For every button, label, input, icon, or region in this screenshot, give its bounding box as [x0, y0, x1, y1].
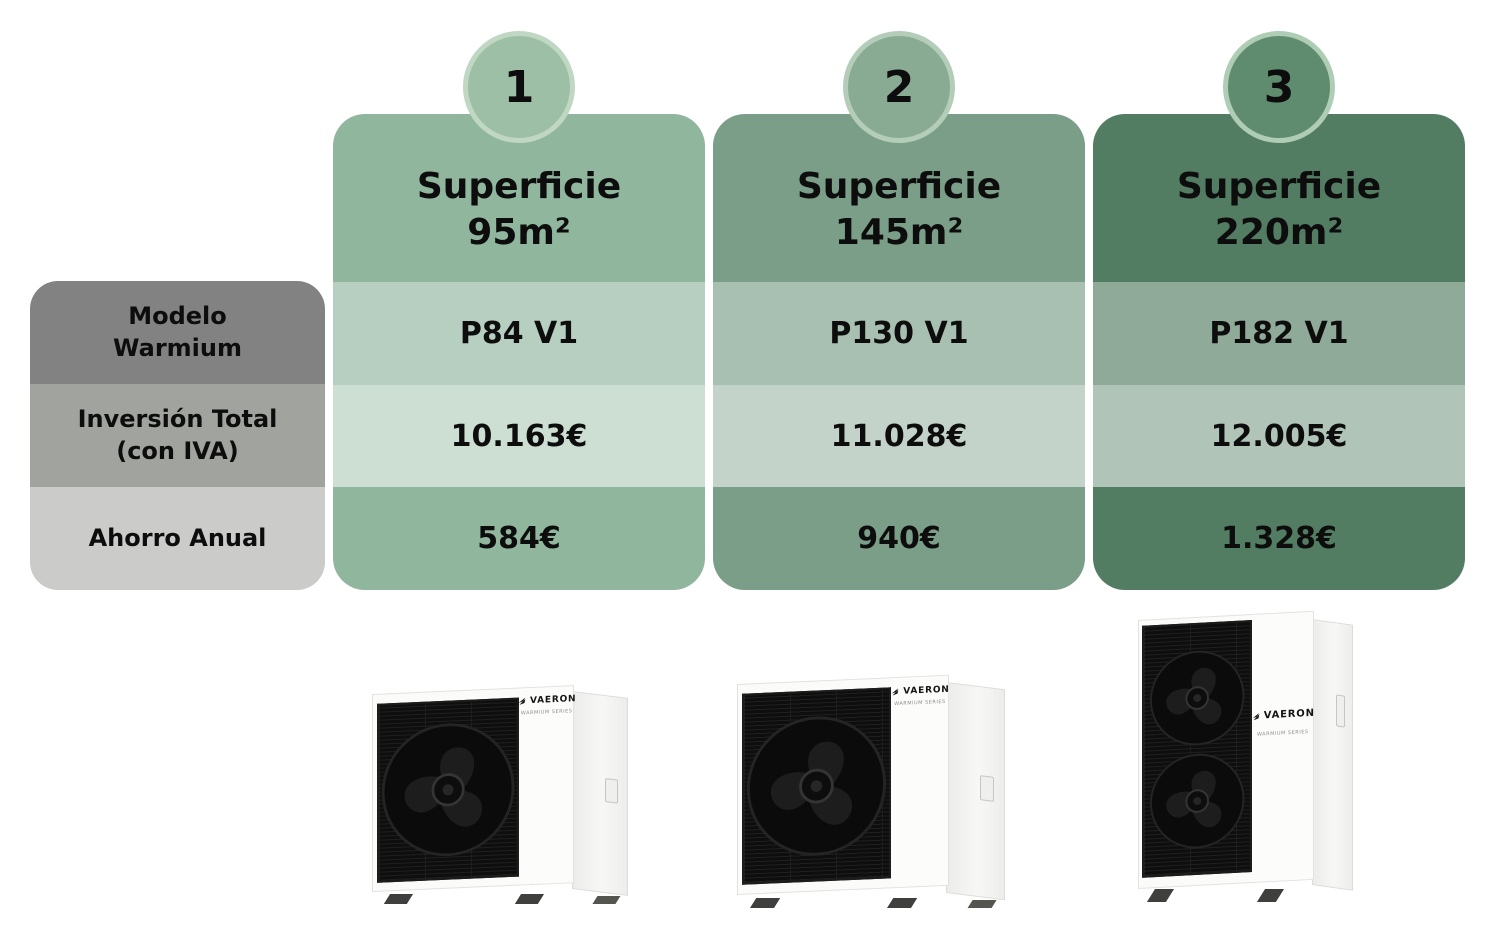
card-1-header: Superficie 95m² — [416, 165, 622, 253]
brand-series: WARMIUM SERIES — [894, 698, 946, 708]
fan-icon — [746, 716, 886, 856]
row-label-inversion: Inversión Total (con IVA) — [30, 384, 325, 487]
hp-brand-strip: VAERON WARMIUM SERIES — [518, 685, 577, 885]
step-number-3: 3 — [1263, 61, 1295, 113]
card-2-savings-cell: 940€ — [857, 521, 941, 557]
card-1-model-cell: P84 V1 — [333, 282, 705, 385]
hp-side-panel — [1312, 618, 1353, 891]
hp-foot — [384, 894, 414, 904]
fan-icon — [1150, 650, 1245, 746]
hp-handle — [980, 774, 994, 802]
option-card-1: Superficie 95m² P84 V1 10.163€ 584€ — [333, 114, 705, 590]
step-number-2: 2 — [883, 61, 915, 113]
heat-pump-image-1: VAERON WARMIUM SERIES — [372, 684, 628, 904]
step-circle-3: 3 — [1223, 31, 1335, 143]
hp-foot — [514, 894, 544, 904]
fan-icon — [1150, 753, 1245, 849]
heat-pump-image-3: VAERON WARMIUM SERIES — [1138, 611, 1353, 902]
card-3-header: Superficie 220m² — [1176, 165, 1382, 253]
card-2-header: Superficie 145m² — [796, 165, 1002, 253]
hp-foot — [886, 897, 918, 908]
step-circle-2: 2 — [843, 31, 955, 143]
brand-series: WARMIUM SERIES — [520, 708, 573, 717]
hp-foot — [967, 899, 997, 908]
card-1-investment-cell: 10.163€ — [333, 384, 705, 488]
brand-logo: VAERON — [1252, 708, 1315, 722]
brand-name: VAERON — [903, 684, 950, 697]
brand-name: VAERON — [530, 694, 577, 707]
row-label-ahorro: Ahorro Anual — [30, 487, 325, 590]
hp-handle — [604, 778, 618, 805]
hp-side-panel — [946, 681, 1005, 901]
brand-icon — [891, 688, 899, 696]
hp-grille — [1142, 620, 1253, 879]
hp-foot — [592, 896, 621, 904]
heat-pump-image-2: VAERON WARMIUM SERIES — [737, 674, 1005, 908]
brand-series: WARMIUM SERIES — [1257, 729, 1309, 739]
hp-grille — [741, 687, 891, 885]
brand-logo: VAERON — [891, 684, 950, 697]
hp-front-panel: VAERON WARMIUM SERIES — [737, 674, 950, 896]
hp-side-panel — [571, 691, 628, 897]
brand-icon — [1252, 712, 1260, 721]
hp-brand-strip: VAERON WARMIUM SERIES — [1252, 612, 1315, 883]
hp-handle — [1335, 694, 1345, 728]
hp-front-panel: VAERON WARMIUM SERIES — [372, 684, 577, 892]
step-circle-1: 1 — [463, 31, 575, 143]
brand-icon — [518, 697, 526, 706]
card-3-model-cell: P182 V1 — [1093, 282, 1465, 385]
row-label-modelo: Modelo Warmium — [30, 281, 325, 384]
hp-grille — [376, 697, 519, 882]
hp-foot — [749, 897, 781, 908]
hp-foot — [1256, 889, 1284, 902]
hp-front-panel: VAERON WARMIUM SERIES — [1138, 611, 1315, 890]
brand-name: VAERON — [1263, 708, 1315, 722]
card-3-savings-cell: 1.328€ — [1221, 521, 1337, 557]
hp-foot — [1146, 889, 1175, 902]
hp-brand-strip: VAERON WARMIUM SERIES — [891, 675, 950, 888]
brand-logo: VAERON — [518, 694, 577, 707]
card-2-model-cell: P130 V1 — [713, 282, 1085, 385]
option-card-3: Superficie 220m² P182 V1 12.005€ 1.328€ — [1093, 114, 1465, 590]
step-number-1: 1 — [503, 61, 535, 113]
card-2-investment-cell: 11.028€ — [713, 384, 1085, 488]
row-labels-column: Modelo Warmium Inversión Total (con IVA)… — [30, 281, 325, 590]
option-card-2: Superficie 145m² P130 V1 11.028€ 940€ — [713, 114, 1085, 590]
card-3-investment-cell: 12.005€ — [1093, 384, 1465, 488]
card-1-savings-cell: 584€ — [477, 521, 561, 557]
fan-icon — [381, 723, 514, 856]
